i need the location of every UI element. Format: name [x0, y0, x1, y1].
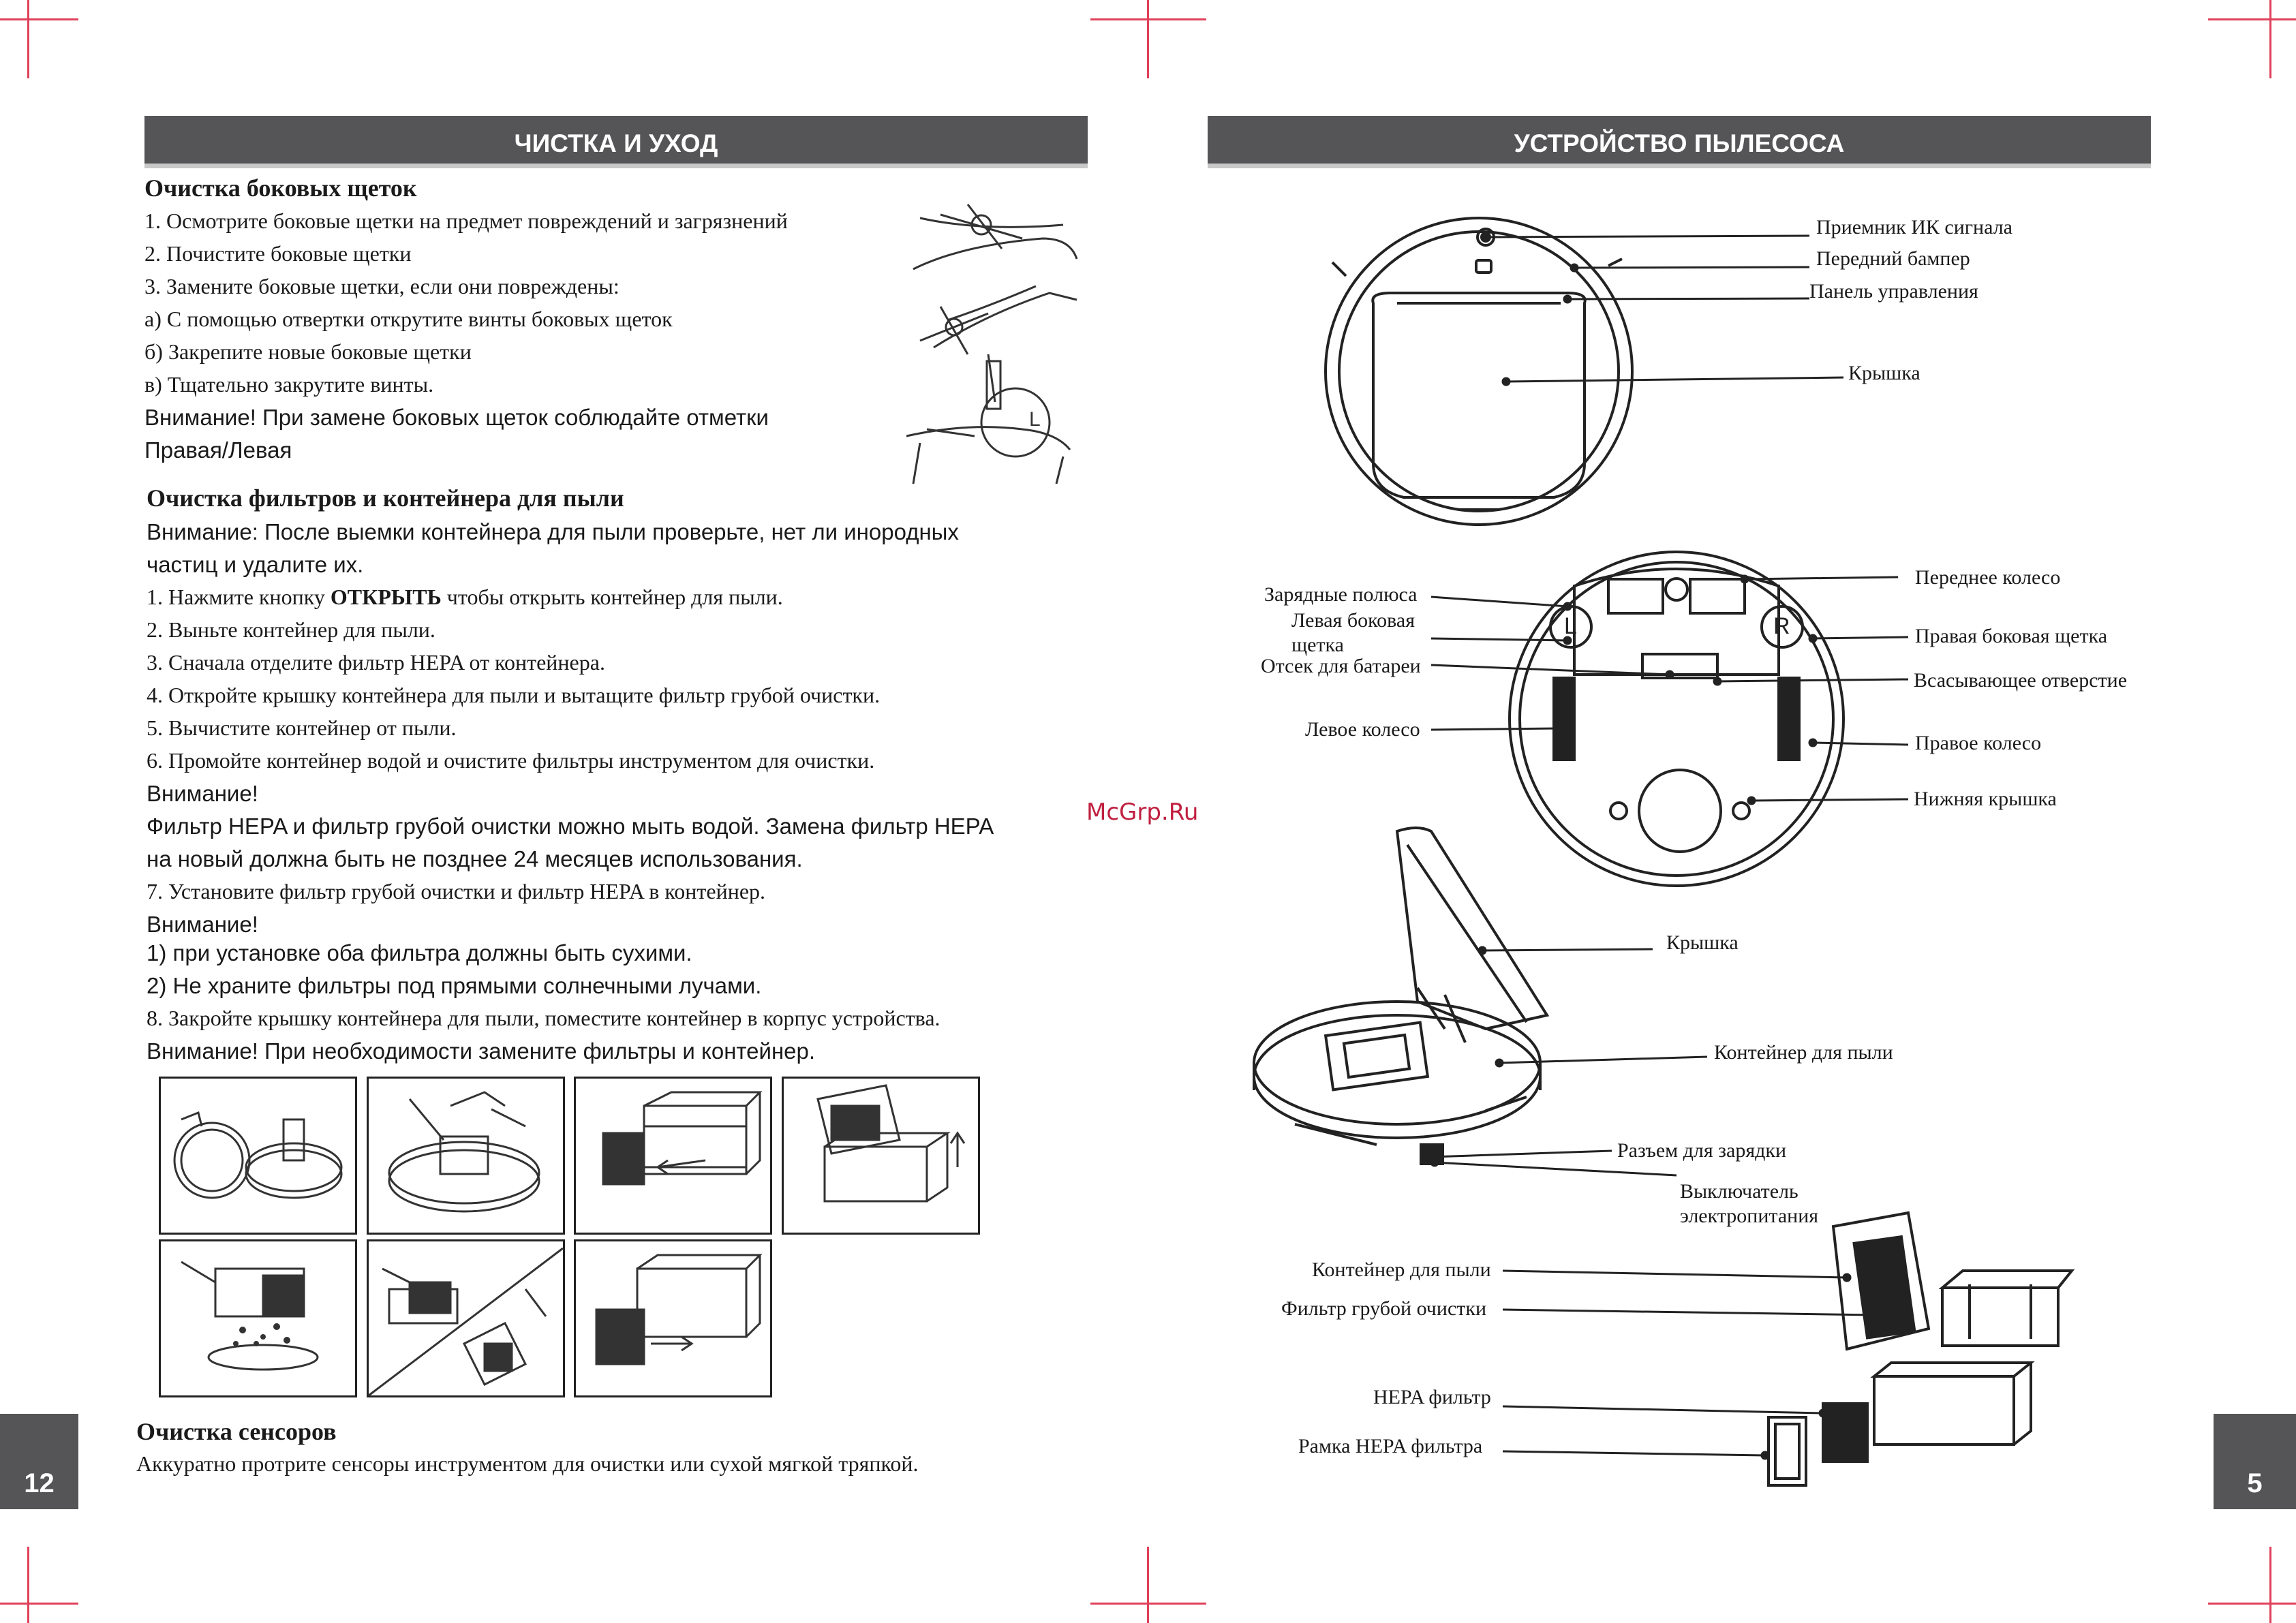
label-hepa-frame: Рамка HEPA фильтра	[1298, 1435, 1483, 1457]
svg-text:R: R	[1773, 613, 1790, 639]
left-page-number: 12	[0, 1414, 78, 1509]
filter-step: 3. Сначала отделите фильтр HEPA от конте…	[147, 650, 605, 675]
label-battery-compartment: Отсек для батареи	[1261, 655, 1421, 677]
open-button-label: ОТКРЫТЬ	[330, 585, 442, 609]
bottom-view-leader-lines	[1430, 574, 1909, 805]
label-left-wheel: Левое колесо	[1305, 718, 1420, 741]
svg-text:L: L	[1564, 613, 1577, 639]
illustration-open-container	[782, 1077, 980, 1235]
container-leader-lines	[1502, 1269, 1879, 1460]
filter-warning-text: Фильтр HEPA и фильтр грубой очистки можн…	[147, 814, 994, 839]
robot-bottom-view-diagram: L R	[1508, 551, 1845, 887]
crop-mark	[2269, 0, 2271, 78]
filter-step: 4. Откройте крышку контейнера для пыли и…	[147, 683, 881, 707]
brush-note: Правая/Левая	[144, 437, 292, 463]
sensor-cleaning-title: Очистка сенсоров	[136, 1418, 337, 1445]
illustration-remove-container	[367, 1077, 565, 1235]
filter-step: 8. Закройте крышку контейнера для пыли, …	[147, 1006, 940, 1030]
label-front-wheel: Переднее колесо	[1915, 566, 2061, 589]
filter-step-1: 1. Нажмите кнопку ОТКРЫТЬ чтобы открыть …	[147, 585, 783, 609]
top-view-leader-lines	[1481, 232, 1844, 386]
label-dust-container-2: Контейнер для пыли	[1312, 1258, 1491, 1281]
label-control-panel: Панель управления	[1809, 280, 1978, 303]
filter-intro: частиц и удалите их.	[147, 552, 364, 577]
illustration-open-lid	[159, 1077, 357, 1235]
label-left-brush-2: щетка	[1291, 634, 1344, 656]
filter-intro: Внимание: После выемки контейнера для пы…	[147, 519, 959, 544]
brush-step: 3. Замените боковые щетки, если они повр…	[144, 274, 619, 298]
brush-step: 2. Почистите боковые щетки	[144, 241, 412, 266]
filter-step: 2. Выньте контейнер для пыли.	[147, 617, 435, 642]
label-power-switch-2: электропитания	[1680, 1205, 1819, 1227]
brush-step: б) Закрепите новые боковые щетки	[144, 339, 472, 364]
crop-mark	[1147, 0, 1149, 78]
label-lid-open: Крышка	[1666, 931, 1739, 954]
filter-step: 7. Установите фильтр грубой очистки и фи…	[147, 879, 766, 903]
sensor-cleaning-text: Аккуратно протрите сенсоры инструментом …	[136, 1451, 919, 1476]
brush-cleaning-title: Очистка боковых щеток	[144, 174, 417, 202]
right-page-number: 5	[2214, 1414, 2296, 1509]
svg-text:L: L	[1029, 408, 1041, 431]
label-dust-container: Контейнер для пыли	[1714, 1041, 1893, 1064]
crop-mark	[2208, 18, 2296, 20]
crop-mark	[1147, 1547, 1149, 1623]
filter-step: 6. Промойте контейнер водой и очистите ф…	[147, 748, 875, 773]
crop-mark	[27, 0, 29, 78]
label-right-brush: Правая боковая щетка	[1915, 625, 2108, 647]
watermark: McGrp.Ru	[1086, 799, 1199, 826]
label-left-brush: Левая боковая	[1291, 609, 1415, 632]
brush-note: Внимание! При замене боковых щеток соблю…	[144, 405, 769, 430]
brush-step: в) Тщательно закрутите винты.	[144, 372, 434, 397]
label-right-wheel: Правое колесо	[1915, 732, 2042, 754]
filter-warning-text: 2) Не храните фильтры под прямыми солнеч…	[147, 973, 762, 998]
crop-mark	[2208, 1603, 2296, 1605]
open-lid-leader-lines	[1426, 946, 1708, 1177]
illustration-wash-filters	[367, 1239, 565, 1397]
brush-step: 1. Осмотрите боковые щетки на предмет по…	[144, 208, 788, 233]
illustration-separate-hepa	[574, 1077, 772, 1235]
filter-warning-text: 1) при установке оба фильтра должны быть…	[147, 940, 692, 965]
left-section-header: ЧИСТКА И УХОД	[144, 116, 1088, 164]
label-charging-contacts: Зарядные полюса	[1264, 583, 1418, 606]
brush-step: а) С помощью отвертки открутите винты бо…	[144, 307, 673, 331]
label-ir-receiver: Приемник ИК сигнала	[1816, 216, 2012, 238]
filter-final-note: Внимание! При необходимости замените фил…	[147, 1038, 816, 1064]
label-suction-inlet: Всасывающее отверстие	[1914, 669, 2128, 692]
crop-mark	[0, 18, 78, 20]
side-brush-illustration: L	[906, 204, 1078, 484]
crop-mark	[0, 1603, 78, 1605]
filter-step: 5. Вычистите контейнер от пыли.	[147, 715, 457, 740]
filter-warning-text: на новый должна быть не позднее 24 месяц…	[147, 846, 803, 871]
right-section-header: УСТРОЙСТВО ПЫЛЕСОСА	[1208, 116, 2151, 164]
label-coarse-filter: Фильтр грубой очистки	[1281, 1297, 1486, 1320]
illustration-empty-dust	[159, 1239, 357, 1397]
crop-mark	[27, 1547, 29, 1623]
filter-warning-title: Внимание!	[147, 781, 258, 806]
filter-cleaning-title: Очистка фильтров и контейнера для пыли	[147, 484, 624, 512]
crop-mark	[2269, 1547, 2271, 1623]
dust-container-exploded-diagram	[1767, 1211, 2075, 1487]
filter-warning-title: Внимание!	[147, 912, 258, 937]
label-bottom-cover: Нижняя крышка	[1914, 788, 2057, 810]
label-front-bumper: Передний бампер	[1816, 247, 1970, 270]
label-lid: Крышка	[1848, 362, 1920, 384]
label-power-switch: Выключатель	[1680, 1180, 1798, 1203]
label-hepa-filter: HEPA фильтр	[1373, 1386, 1491, 1408]
label-charging-port: Разъем для зарядки	[1617, 1139, 1787, 1162]
robot-open-lid-diagram	[1253, 826, 1550, 1165]
illustration-install-filters	[574, 1239, 772, 1397]
